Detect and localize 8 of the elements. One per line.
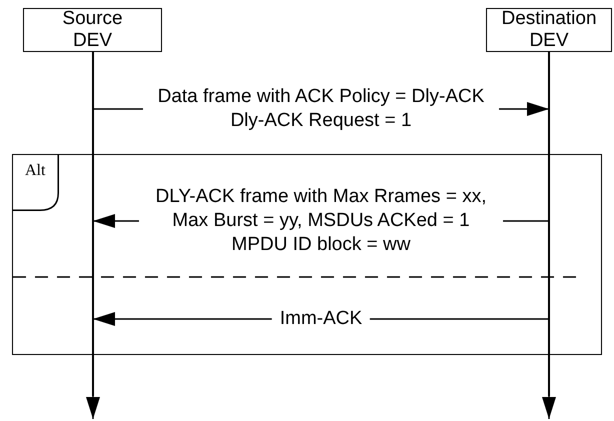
edge-label: Data frame with ACK Policy = Dly-ACK Dly-ACK Request = 1 bbox=[143, 85, 499, 133]
participant-box: Destination DEV bbox=[486, 8, 612, 52]
lifeline bbox=[548, 52, 550, 396]
participant-box: Source DEV bbox=[23, 8, 162, 52]
lifeline-arrow bbox=[86, 396, 100, 419]
lifeline-arrow bbox=[542, 396, 556, 419]
fragment-operator: Alt bbox=[25, 162, 46, 180]
lifeline bbox=[92, 52, 94, 396]
